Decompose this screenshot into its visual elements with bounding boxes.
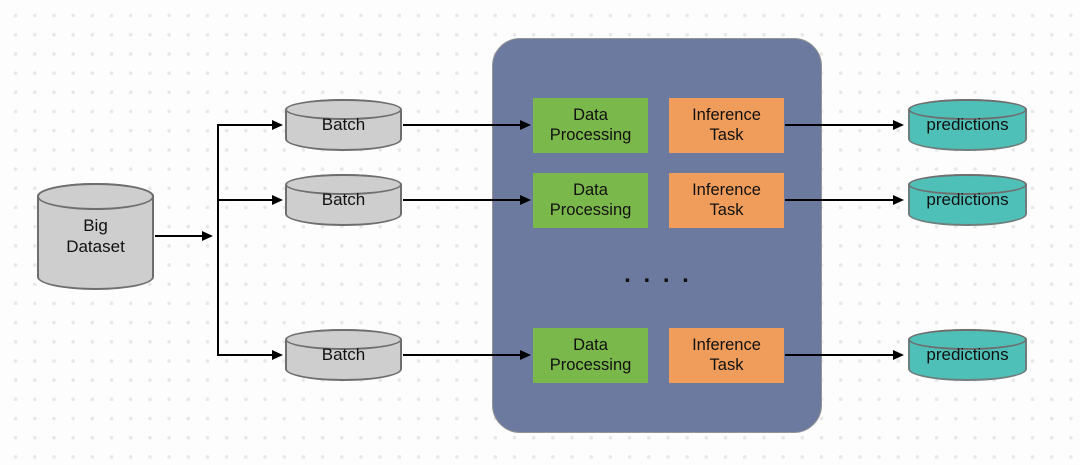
data-processing-box-3: Data Processing — [533, 328, 648, 383]
data-processing-label: Data Processing — [549, 335, 632, 374]
batch-node-2: Batch — [285, 174, 402, 226]
big-dataset-node: Big Dataset — [37, 183, 154, 290]
big-dataset-label: Big Dataset — [66, 215, 125, 256]
more-rows-ellipsis: . . . . — [624, 261, 692, 288]
predictions-label: predictions — [926, 189, 1009, 209]
predictions-label: predictions — [926, 344, 1009, 364]
data-processing-label: Data Processing — [549, 105, 632, 144]
predictions-label: predictions — [926, 114, 1009, 134]
inference-task-box-1: Inference Task — [669, 98, 784, 153]
batch-node-3: Batch — [285, 329, 402, 381]
data-processing-box-1: Data Processing — [533, 98, 648, 153]
predictions-node-3: predictions — [908, 329, 1027, 381]
inference-task-label: Inference Task — [692, 335, 761, 374]
inference-task-box-3: Inference Task — [669, 328, 784, 383]
predictions-node-2: predictions — [908, 174, 1027, 226]
batch-node-1: Batch — [285, 99, 402, 151]
predictions-node-1: predictions — [908, 99, 1027, 151]
inference-task-label: Inference Task — [692, 105, 761, 144]
inference-task-box-2: Inference Task — [669, 173, 784, 228]
batch-label: Batch — [321, 189, 366, 209]
batch-label: Batch — [321, 114, 366, 134]
data-processing-label: Data Processing — [549, 180, 632, 219]
data-processing-box-2: Data Processing — [533, 173, 648, 228]
inference-task-label: Inference Task — [692, 180, 761, 219]
batch-label: Batch — [321, 344, 366, 364]
